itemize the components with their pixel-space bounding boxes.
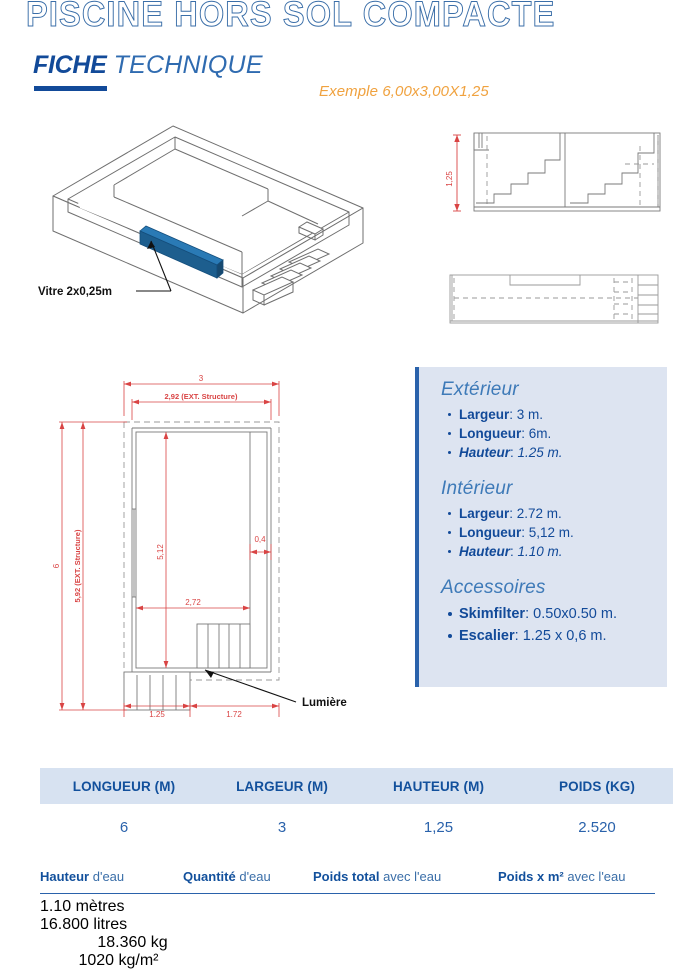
table-cell: 2.520: [578, 818, 616, 836]
isometric-pool-drawing: Vitre 2x0,25m: [18, 108, 398, 338]
table-header-cell: LONGUEUR (M): [72, 778, 176, 794]
dim-wall: 0,4: [254, 535, 266, 544]
spec-item: Escalier: 1.25 x 0,6 m.: [441, 625, 667, 647]
spec-key: Longueur: [459, 525, 522, 540]
spec-item: Hauteur: 1.25 m.: [441, 443, 667, 462]
spec-value: 2.72 m.: [516, 506, 562, 521]
spec-key: Skimfilter: [459, 606, 526, 622]
water-table: Hauteur d'eau Quantité d'eau Poids total…: [40, 862, 655, 892]
spec-sep: :: [509, 506, 517, 521]
elevation-drawing: 1,25: [432, 122, 672, 222]
glass-label: Vitre 2x0,25m: [38, 286, 112, 298]
spec-key: Longueur: [459, 426, 522, 441]
plan-view-drawing: 3 2,92 (EXT. Structure) 6 5,92 (EXT. Str…: [48, 372, 388, 717]
dimensions-table: LONGUEUR (M) LARGEUR (M) HAUTEUR (M) POI…: [40, 768, 673, 850]
table-cell: 3: [277, 818, 287, 836]
specs-panel: Extérieur Largeur: 3 m. Longueur: 6m. Ha…: [415, 367, 667, 687]
specs-heading-exterieur: Extérieur: [441, 379, 519, 400]
specs-heading-interieur: Intérieur: [441, 478, 513, 499]
dim-length-total: 6: [52, 563, 61, 568]
page-title: PISCINE HORS SOL COMPACTE: [26, 0, 556, 35]
table-row: 6 3 1,25 2.520: [40, 804, 673, 850]
water-header-cell: Poids x m² avec l'eau: [498, 862, 655, 892]
spec-value: 0.50x0.50 m.: [533, 606, 617, 622]
water-cell: 16.800 litres: [40, 916, 128, 933]
dim-inner-length: 5,12: [156, 544, 165, 560]
specs-list-accessoires: Skimfilter: 0.50x0.50 m. Escalier: 1.25 …: [441, 603, 667, 647]
water-cell: 1020 kg/m²: [78, 952, 159, 969]
spec-item: Largeur: 3 m.: [441, 405, 667, 424]
spec-item: Skimfilter: 0.50x0.50 m.: [441, 603, 667, 625]
subtitle-underline: [34, 86, 107, 91]
spec-sep: :: [521, 426, 529, 441]
spec-value: 5,12 m.: [528, 525, 574, 540]
spec-sep: :: [521, 525, 529, 540]
top-view-drawing: [432, 252, 672, 337]
water-header-cell: Hauteur d'eau: [40, 862, 183, 892]
specs-list-exterieur: Largeur: 3 m. Longueur: 6m. Hauteur: 1.2…: [441, 405, 667, 462]
spec-item: Longueur: 5,12 m.: [441, 523, 667, 542]
spec-value: 6m.: [528, 426, 552, 441]
spec-value: 1.25 x 0,6 m.: [522, 628, 607, 644]
spec-key: Hauteur: [459, 445, 511, 460]
water-table-divider: [40, 893, 655, 895]
dim-stair-b: 1,72: [226, 710, 242, 717]
water-value-row: 1.10 mètres 16.800 litres 18.360 kg 1020…: [40, 898, 655, 970]
table-header-cell: HAUTEUR (M): [392, 778, 485, 794]
water-cell: 1.10 mètres: [40, 898, 125, 915]
spec-sep: :: [509, 407, 517, 422]
spec-key: Hauteur: [459, 544, 511, 559]
water-cell: 18.360 kg: [97, 934, 168, 951]
spec-value: 1.25 m.: [517, 445, 563, 460]
water-header-cell: Quantité d'eau: [183, 862, 313, 892]
dim-inner-width: 2,72: [185, 598, 201, 607]
water-header-bold: Quantité: [183, 869, 236, 884]
spec-value: 1.10 m.: [517, 544, 563, 559]
water-header-rest: d'eau: [235, 869, 271, 884]
table-header-cell: POIDS (KG): [558, 778, 635, 794]
spec-item: Longueur: 6m.: [441, 424, 667, 443]
dim-stair-a: 1,25: [149, 710, 165, 717]
spec-value: 3 m.: [516, 407, 544, 422]
dim-length-struct: 5,92 (EXT. Structure): [73, 529, 82, 602]
water-header-cell: Poids total avec l'eau: [313, 862, 498, 892]
glass-panel: [139, 225, 224, 279]
dim-width-struct: 2,92 (EXT. Structure): [165, 392, 238, 401]
light-label: Lumière: [302, 697, 347, 709]
specs-heading-accessoires: Accessoires: [441, 577, 546, 598]
subtitle: FICHE TECHNIQUE: [33, 50, 263, 84]
table-cell: 1,25: [423, 818, 454, 836]
subtitle-strong: FICHE: [33, 51, 107, 79]
spec-sep: :: [510, 445, 518, 460]
dim-width-total: 3: [199, 374, 204, 383]
example-note: Exemple 6,00x3,00X1,25: [319, 83, 489, 100]
spec-item: Hauteur: 1.10 m.: [441, 542, 667, 561]
spec-sep: :: [510, 544, 518, 559]
table-header-cell: LARGEUR (M): [236, 778, 328, 794]
table-cell: 6: [119, 818, 129, 836]
water-header-rest: avec l'eau: [379, 869, 442, 884]
spec-item: Largeur: 2.72 m.: [441, 504, 667, 523]
spec-sep: :: [514, 628, 523, 644]
table-header-row: LONGUEUR (M) LARGEUR (M) HAUTEUR (M) POI…: [40, 768, 673, 804]
water-header-rest: d'eau: [89, 869, 125, 884]
water-header-rest: avec l'eau: [563, 869, 626, 884]
water-header-bold: Hauteur: [40, 869, 90, 884]
water-header-row: Hauteur d'eau Quantité d'eau Poids total…: [40, 862, 655, 892]
spec-key: Escalier: [459, 628, 515, 644]
water-header-bold: Poids total: [313, 869, 380, 884]
subtitle-light: TECHNIQUE: [106, 51, 263, 79]
elevation-height-dim: 1,25: [445, 171, 454, 187]
spec-sep: :: [525, 606, 534, 622]
spec-key: Largeur: [459, 506, 510, 521]
water-header-bold: Poids x m²: [498, 869, 564, 884]
specs-list-interieur: Largeur: 2.72 m. Longueur: 5,12 m. Haute…: [441, 504, 667, 561]
spec-key: Largeur: [459, 407, 510, 422]
